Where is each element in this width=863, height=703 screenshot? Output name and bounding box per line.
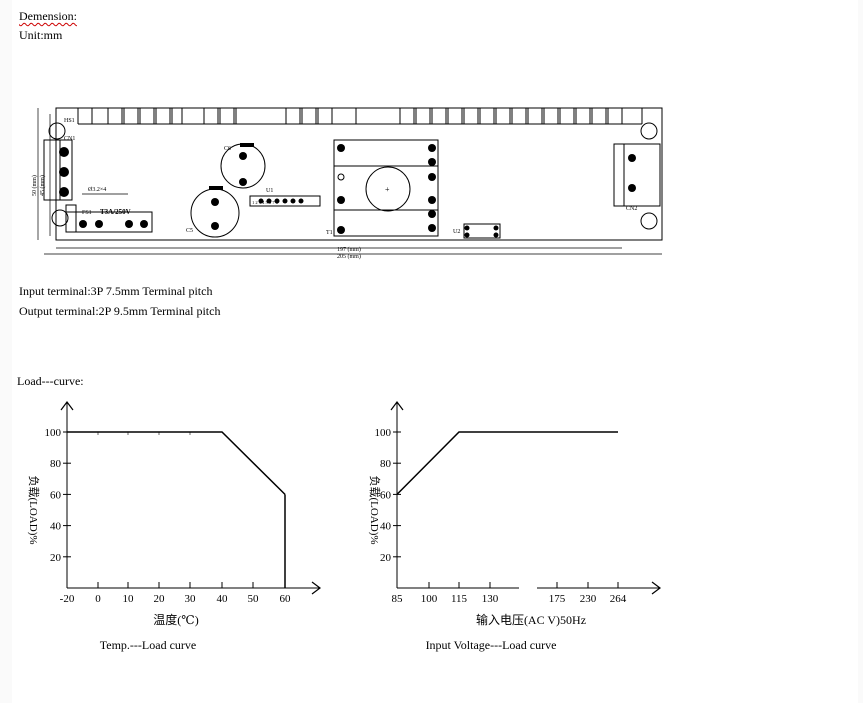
- y-tick-label: 40: [50, 521, 62, 533]
- x-tick-label: 0: [95, 593, 101, 605]
- label-fuse: T3A/250V: [100, 208, 131, 216]
- label-u2: U2: [453, 229, 460, 235]
- x-tick-label: 40: [217, 593, 229, 605]
- label-u1: U1: [266, 188, 273, 194]
- label-t1: T1: [326, 230, 333, 236]
- temp-load-chart: 20 40 60 80 100 -20 0 10 20 30 40 50 60 温度(℃) 负载(LOAD)…: [27, 401, 321, 652]
- y-axis-label: 负载(LOAD)%: [27, 475, 41, 544]
- unit-label: Unit:mm: [19, 28, 63, 42]
- label-fs1: FS1: [82, 210, 92, 216]
- y-tick-label: 40: [380, 521, 392, 533]
- y-tick-label: 60: [380, 489, 392, 501]
- x-tick-label: 20: [154, 593, 166, 605]
- chart-title: Input Voltage---Load curve: [426, 638, 557, 652]
- x-tick-label: -20: [60, 593, 75, 605]
- chart-title: Temp.---Load curve: [100, 638, 196, 652]
- label-dim-197: 197 (mm): [337, 246, 361, 253]
- x-tick-label: 10: [123, 593, 135, 605]
- load-curve-title: Load---curve:: [17, 374, 84, 388]
- document-page: Demension: Unit:mm: [12, 0, 858, 703]
- label-plus: +: [385, 185, 390, 194]
- x-tick-label: 100: [421, 593, 438, 605]
- y-tick-label: 100: [45, 427, 62, 439]
- x-tick-label: 30: [185, 593, 197, 605]
- x-axis-arrow: [651, 581, 661, 595]
- x-axis-arrow: [311, 581, 321, 595]
- x-tick-label: 50: [248, 593, 260, 605]
- x-axis-label: 输入电压(AC V)50Hz: [476, 612, 586, 627]
- label-dim-50: 50 (mm): [31, 175, 38, 196]
- output-terminal-text: Output terminal:2P 9.5mm Terminal pitch: [19, 304, 221, 318]
- x-axis-label: 温度(℃): [153, 612, 198, 627]
- label-u1-pins: 1 2 3 4 5 6 7 8: [252, 200, 279, 205]
- label-c6: C6: [224, 146, 231, 152]
- label-c5: C5: [186, 228, 193, 234]
- y-tick-label: 20: [380, 552, 392, 564]
- series-line: [67, 431, 286, 495]
- y-tick-label: 60: [50, 489, 62, 501]
- label-dim-205: 205 (mm): [337, 253, 361, 260]
- y-tick-label: 80: [380, 458, 392, 470]
- label-dim-45: 45 (mm): [39, 175, 46, 196]
- y-tick-label: 80: [50, 458, 62, 470]
- x-tick-label: 115: [451, 593, 468, 605]
- label-cn2: CN2: [626, 206, 637, 212]
- label-hs1: HS1: [64, 118, 75, 124]
- y-axis-label: 负载(LOAD)%: [368, 475, 382, 544]
- dimension-title: Demension:: [19, 9, 77, 23]
- series-line: [396, 431, 618, 495]
- x-tick-label: 264: [610, 593, 627, 605]
- voltage-load-chart: 20 40 60 80 100 85 100 115 130 175 230 264 输入电压(AC V…: [368, 401, 661, 652]
- y-tick-label: 20: [50, 552, 62, 564]
- x-tick-label: 130: [482, 593, 499, 605]
- pcb-drawing: HS1 CN1 CN2 C6 C5 U1 1 2 3 4 5 6 7 8 T1 …: [31, 107, 663, 260]
- x-tick-label: 230: [580, 593, 597, 605]
- y-axis-arrow: [60, 401, 74, 411]
- y-axis-arrow: [390, 401, 404, 411]
- y-tick-label: 100: [375, 427, 392, 439]
- input-terminal-text: Input terminal:3P 7.5mm Terminal pitch: [19, 284, 213, 298]
- x-tick-label: 85: [392, 593, 404, 605]
- label-cn1: CN1: [64, 136, 75, 142]
- x-tick-label: 60: [280, 593, 292, 605]
- label-hole: Ø3.2×4: [88, 187, 106, 193]
- x-tick-label: 175: [549, 593, 566, 605]
- pcb-outline: [55, 107, 663, 241]
